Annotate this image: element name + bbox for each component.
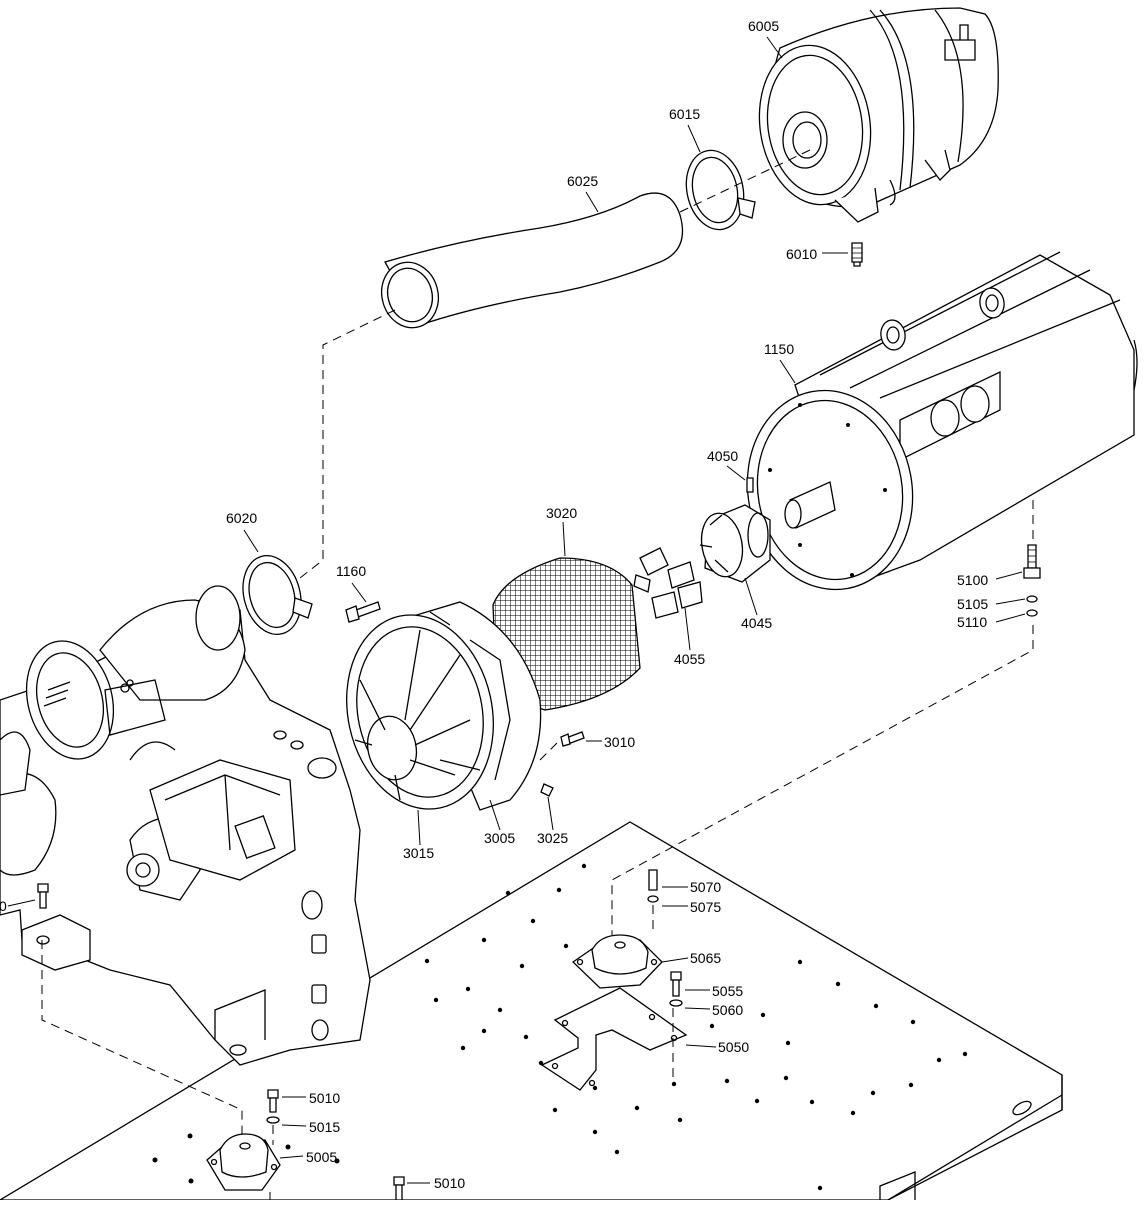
callout-5010-lower: 5010: [434, 1175, 465, 1191]
callout-3025: 3025: [537, 830, 568, 846]
callout-6020: 6020: [226, 510, 257, 526]
callout-5075: 5075: [690, 899, 721, 915]
bolt-5070: [647, 869, 659, 903]
set-screw-4050: [746, 477, 754, 493]
callout-1150: 1150: [764, 341, 794, 357]
bolt-5055: [669, 971, 683, 1007]
hose-clamp-6020: [242, 555, 313, 635]
callout-5110: 5110: [957, 614, 987, 630]
bell-housing-3015: [346, 601, 542, 811]
callout-5070: 5070: [690, 879, 721, 895]
callout-leaders: [7, 36, 1026, 1184]
callout-4050: 4050: [707, 448, 738, 464]
isolator-mount-5065: [571, 934, 663, 989]
callout-5105: 5105: [957, 596, 988, 612]
callout-4055: 4055: [674, 651, 705, 667]
callout-5010-upper: 5010: [309, 1090, 340, 1106]
callout-5100: 5100: [957, 572, 988, 588]
callout-left-0: 0: [0, 898, 7, 914]
callout-5015: 5015: [309, 1119, 340, 1135]
bolt-3025: [540, 783, 554, 797]
callout-6015: 6015: [669, 106, 700, 122]
callout-5050: 5050: [718, 1039, 749, 1055]
assembly-centerlines: [41, 149, 1034, 1200]
callout-3010: 3010: [604, 734, 635, 750]
bolt-left-0: [37, 883, 49, 909]
bolt-6010: [851, 242, 863, 267]
callout-3015: 3015: [403, 845, 434, 861]
coupling-element-4055: [633, 547, 703, 619]
intake-hose-6025: [380, 192, 684, 329]
callout-6010: 6010: [786, 246, 817, 262]
callout-5055: 5055: [712, 983, 743, 999]
callout-5005: 5005: [306, 1149, 337, 1165]
callout-3005: 3005: [484, 830, 515, 846]
isolator-mount-5005: [206, 1133, 281, 1191]
callout-5065: 5065: [690, 950, 721, 966]
hose-clamp-6015: [685, 149, 756, 231]
bolt-3010: [560, 731, 585, 747]
electric-motor-1150: [746, 251, 1138, 591]
callout-labels: 6005 6015 6025 6010 1150 4050 3020 6020 …: [0, 18, 988, 1191]
callout-6025: 6025: [567, 173, 598, 189]
callout-5060: 5060: [712, 1002, 743, 1018]
compressor-block: [0, 585, 371, 1066]
bolt-5010-upper: [266, 1089, 280, 1124]
bolt-1160: [345, 601, 381, 623]
coupling-hub-4045: [699, 504, 771, 583]
plate-holes: [152, 863, 968, 1191]
callout-4045: 4045: [741, 615, 772, 631]
callout-3020: 3020: [546, 505, 577, 521]
mounting-bracket-5050: [540, 987, 688, 1091]
callout-1160: 1160: [336, 563, 366, 579]
air-filter-6005: [758, 7, 999, 223]
callout-6005: 6005: [748, 18, 779, 34]
bolt-5010-lower: [393, 1176, 405, 1201]
fitting-5100: [1023, 544, 1041, 617]
